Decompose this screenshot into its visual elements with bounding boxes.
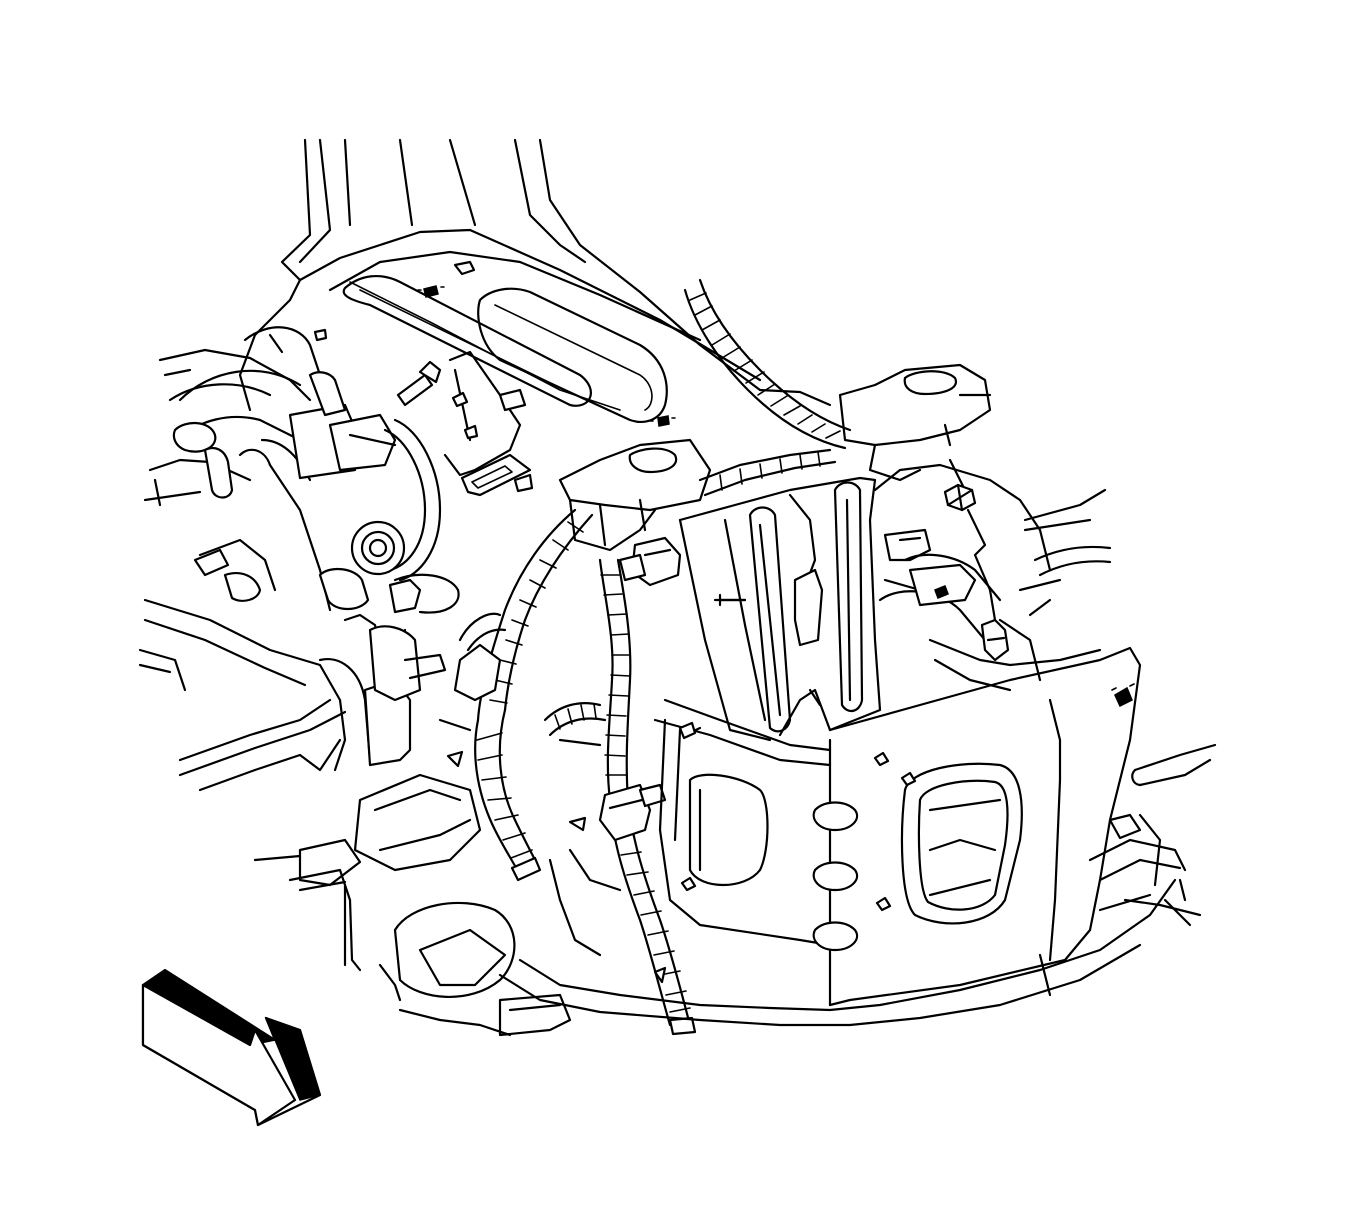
- right-suspension-parts: [873, 463, 1217, 902]
- bolt-icon: [396, 360, 442, 407]
- nut-icon: [943, 458, 1010, 662]
- mounting-bracket: [443, 350, 534, 497]
- left-engine-components: [143, 348, 460, 614]
- upper-body-panel: [238, 138, 832, 427]
- lower-crossmember: [498, 813, 1202, 1027]
- frame-rail-panel: [558, 476, 882, 947]
- wiring-harness-icon: [453, 278, 852, 1036]
- harness-connectors: [598, 528, 932, 842]
- lower-connector-module: [253, 718, 572, 1037]
- frame-bolts: [678, 598, 747, 740]
- radiator-hose: [138, 598, 447, 792]
- side-shield-panel: [653, 646, 1142, 1007]
- view-direction-arrow-icon: [141, 968, 322, 1127]
- harness-mount-bracket: [558, 363, 992, 552]
